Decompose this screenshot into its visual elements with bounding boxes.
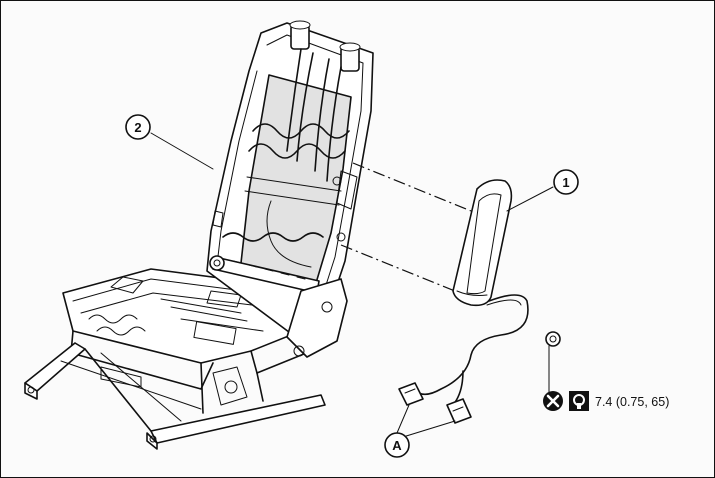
callout-part-1: 1 <box>553 169 579 195</box>
alignment-line-lower <box>340 244 456 292</box>
side-airbag-module <box>418 179 529 406</box>
callout-connector-a: A <box>384 432 410 458</box>
callout-part-2: 2 <box>125 114 151 140</box>
connector-group-a <box>398 382 472 424</box>
torque-spec: 7.4 (0.75, 65) <box>543 391 669 411</box>
leader-connector-a-1 <box>396 404 410 434</box>
leader-part-1 <box>506 186 554 212</box>
do-not-reuse-icon <box>543 391 563 411</box>
torque-wrench-icon <box>569 391 589 411</box>
leader-connector-a-2 <box>402 420 456 438</box>
leader-part-2 <box>150 132 214 170</box>
seat-back-frame <box>206 20 374 358</box>
alignment-line-upper <box>352 162 472 212</box>
callout-label-1: 1 <box>562 175 569 190</box>
callout-label-a: A <box>392 438 402 453</box>
callout-label-2: 2 <box>134 120 141 135</box>
mounting-nut <box>545 331 561 394</box>
torque-value: 7.4 (0.75, 65) <box>595 395 669 409</box>
seat-rails <box>24 342 326 450</box>
